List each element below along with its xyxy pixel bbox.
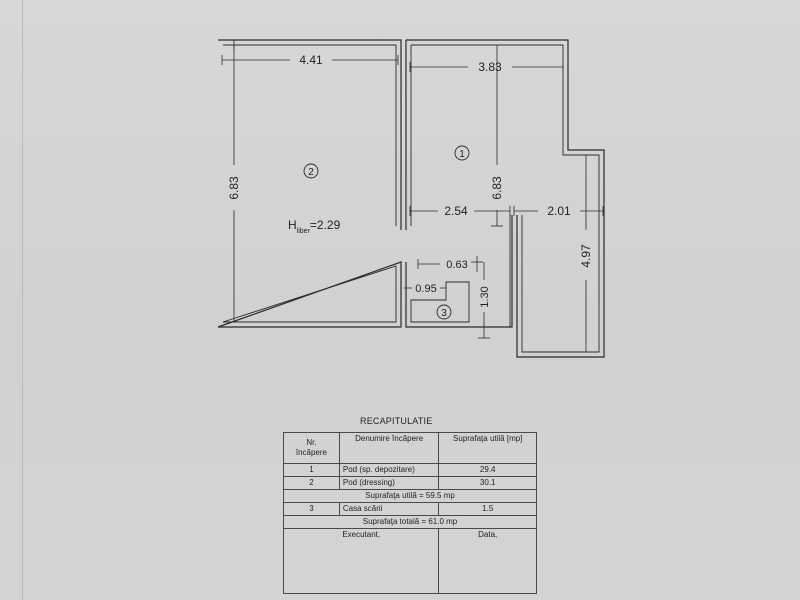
useful-total-row: Suprafaţa utilă = 59.5 mp [283,489,537,503]
recap-header-row: Nr.încăpere Denumire încăpere Suprafaţa … [283,432,537,464]
room2-inner-walls [222,44,397,323]
room3-number: 3 [441,308,447,319]
dim-corridor: 2.54 [444,204,468,218]
room2-walls [217,39,402,328]
paper-fold-line [22,0,23,600]
room1-number: 1 [459,149,465,160]
recap-table: Nr.încăpere Denumire încăpere Suprafaţa … [282,432,537,594]
free-height-value: =2.29 [310,218,341,232]
floor-plan: 4.41 3.83 6.83 6.83 2.54 2.01 4.97 0.63 … [217,39,605,358]
dim-room2-width: 4.41 [299,53,323,67]
room1-inner-walls [410,44,600,353]
executant-cell: Executant, [282,528,440,594]
free-height-prefix: H [288,218,297,232]
dim-stair-offset: 0.63 [446,259,467,271]
header-nr-line2: încăpere [295,448,327,457]
room3-marker [436,304,452,320]
room2-number: 2 [308,167,314,178]
row-nr: 3 [283,502,340,516]
dim-stair-depth: 1.30 [479,286,491,307]
stair-well [410,281,470,323]
dim-stair-width: 0.95 [415,283,436,295]
stair-walls [405,215,513,328]
grand-total: Suprafaţa totală = 61.0 mp [283,515,537,529]
row-name: Casa scării [338,502,440,516]
row-nr: 1 [283,463,340,477]
row-area: 30.1 [438,476,537,490]
date-cell: Data, [438,528,537,594]
row-area: 1.5 [438,502,537,516]
row-nr: 2 [283,476,340,490]
table-row: 3 Casa scării 1.5 [283,502,537,516]
room1-marker [454,145,470,161]
header-area: Suprafaţa utilă [mp] [438,432,537,464]
room2-marker [303,163,319,179]
table-row: 2 Pod (dressing) 30.1 [283,476,537,490]
header-nr: Nr.încăpere [283,432,340,464]
recap-title: RECAPITULATIE [360,416,433,426]
signature-row: Executant, Data, [282,528,537,594]
room1-walls [405,39,605,358]
dim-room1-width: 3.83 [478,60,502,74]
row-name: Pod (sp. depozitare) [338,463,440,477]
free-height-label: Hliber=2.29 [288,218,341,235]
useful-total: Suprafaţa utilă = 59.5 mp [283,489,537,503]
grand-total-row: Suprafaţa totală = 61.0 mp [283,515,537,529]
dim-annex-height: 4.97 [579,244,593,268]
header-nr-line1: Nr. [306,438,317,447]
header-name: Denumire încăpere [338,432,440,464]
free-height-subscript: liber [297,228,311,235]
row-name: Pod (dressing) [338,476,440,490]
dim-room1-height: 6.83 [490,176,504,200]
dim-room2-height: 6.83 [227,176,241,200]
table-row: 1 Pod (sp. depozitare) 29.4 [283,463,537,477]
dim-annex-width: 2.01 [547,204,571,218]
row-area: 29.4 [438,463,537,477]
